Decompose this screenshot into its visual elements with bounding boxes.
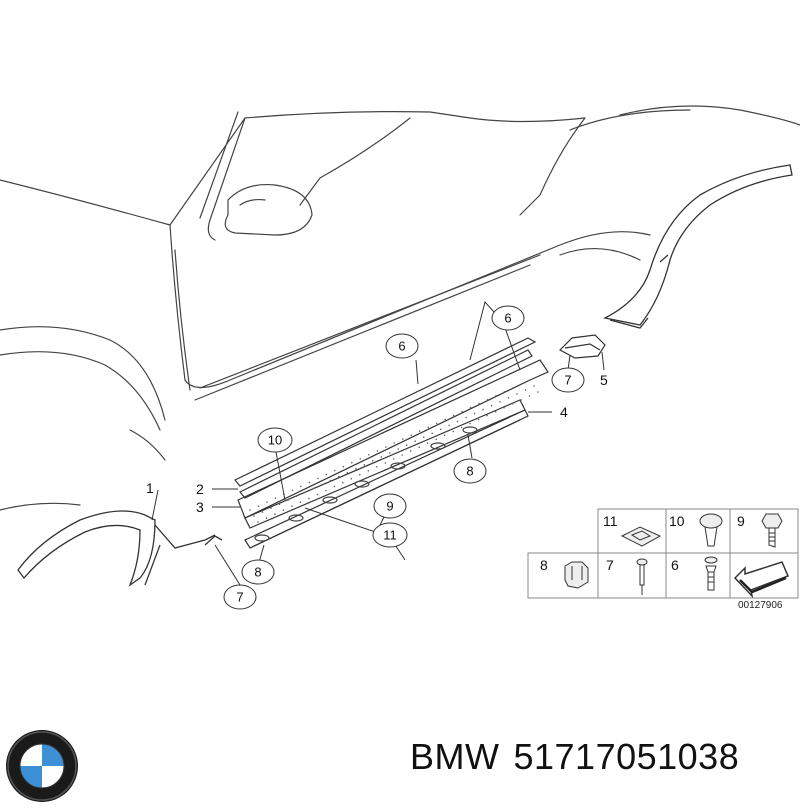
expanding-rivet-icon [704, 556, 718, 591]
svg-text:6: 6 [398, 339, 405, 354]
part-number: 51717051038 [513, 736, 740, 777]
svg-text:7: 7 [564, 373, 571, 388]
svg-text:3: 3 [196, 499, 204, 515]
callout-7-right: 7 [551, 367, 585, 393]
bmw-logo [4, 728, 80, 809]
rear-wheel-arch-trim [603, 164, 793, 329]
svg-text:8: 8 [254, 565, 261, 580]
push-rivet-icon [699, 513, 723, 547]
callout-10: 10 [257, 427, 293, 453]
clip-bracket-icon [564, 561, 589, 589]
reference-number: 00127906 [738, 600, 783, 611]
svg-text:6: 6 [504, 311, 511, 326]
svg-text:9: 9 [386, 499, 393, 514]
callout-11: 11 [372, 522, 408, 548]
svg-text:7: 7 [236, 590, 243, 605]
sill-texture [249, 379, 539, 523]
svg-text:9: 9 [737, 513, 745, 529]
car-body-outline [0, 105, 800, 511]
svg-text:8: 8 [466, 464, 473, 479]
part-caption: BMW 51717051038 [410, 736, 753, 778]
svg-text:1: 1 [146, 480, 154, 496]
brand-label: BMW [410, 736, 500, 777]
svg-text:4: 4 [560, 404, 568, 420]
svg-text:5: 5 [600, 372, 608, 388]
arrow-icon [733, 561, 789, 599]
svg-text:10: 10 [268, 433, 282, 448]
blind-rivet-icon [636, 558, 648, 595]
callout-7-left: 7 [223, 584, 257, 610]
callout-8-left: 8 [241, 559, 275, 585]
callout-8-right: 8 [453, 458, 487, 484]
fastener-legend: 11 10 9 8 7 6 [527, 508, 799, 611]
callouts: 6 6 7 10 8 9 11 8 7 [223, 305, 585, 610]
callout-9: 9 [373, 493, 407, 519]
svg-text:11: 11 [383, 528, 397, 543]
svg-text:11: 11 [603, 513, 618, 529]
callout-6-top-right: 6 [491, 305, 525, 331]
svg-text:10: 10 [669, 513, 685, 529]
front-wheel-arch-trim [17, 510, 223, 587]
svg-text:8: 8 [540, 557, 548, 573]
svg-text:2: 2 [196, 481, 204, 497]
svg-text:7: 7 [606, 557, 614, 573]
plain-labels: 1 2 3 4 5 [146, 372, 608, 515]
rear-bracket [559, 334, 606, 359]
hex-screw-icon [761, 513, 783, 548]
callout-6: 6 [385, 333, 419, 359]
clip-nut-icon [620, 526, 662, 547]
side-sill-assembly [234, 337, 549, 549]
svg-text:6: 6 [671, 557, 679, 573]
